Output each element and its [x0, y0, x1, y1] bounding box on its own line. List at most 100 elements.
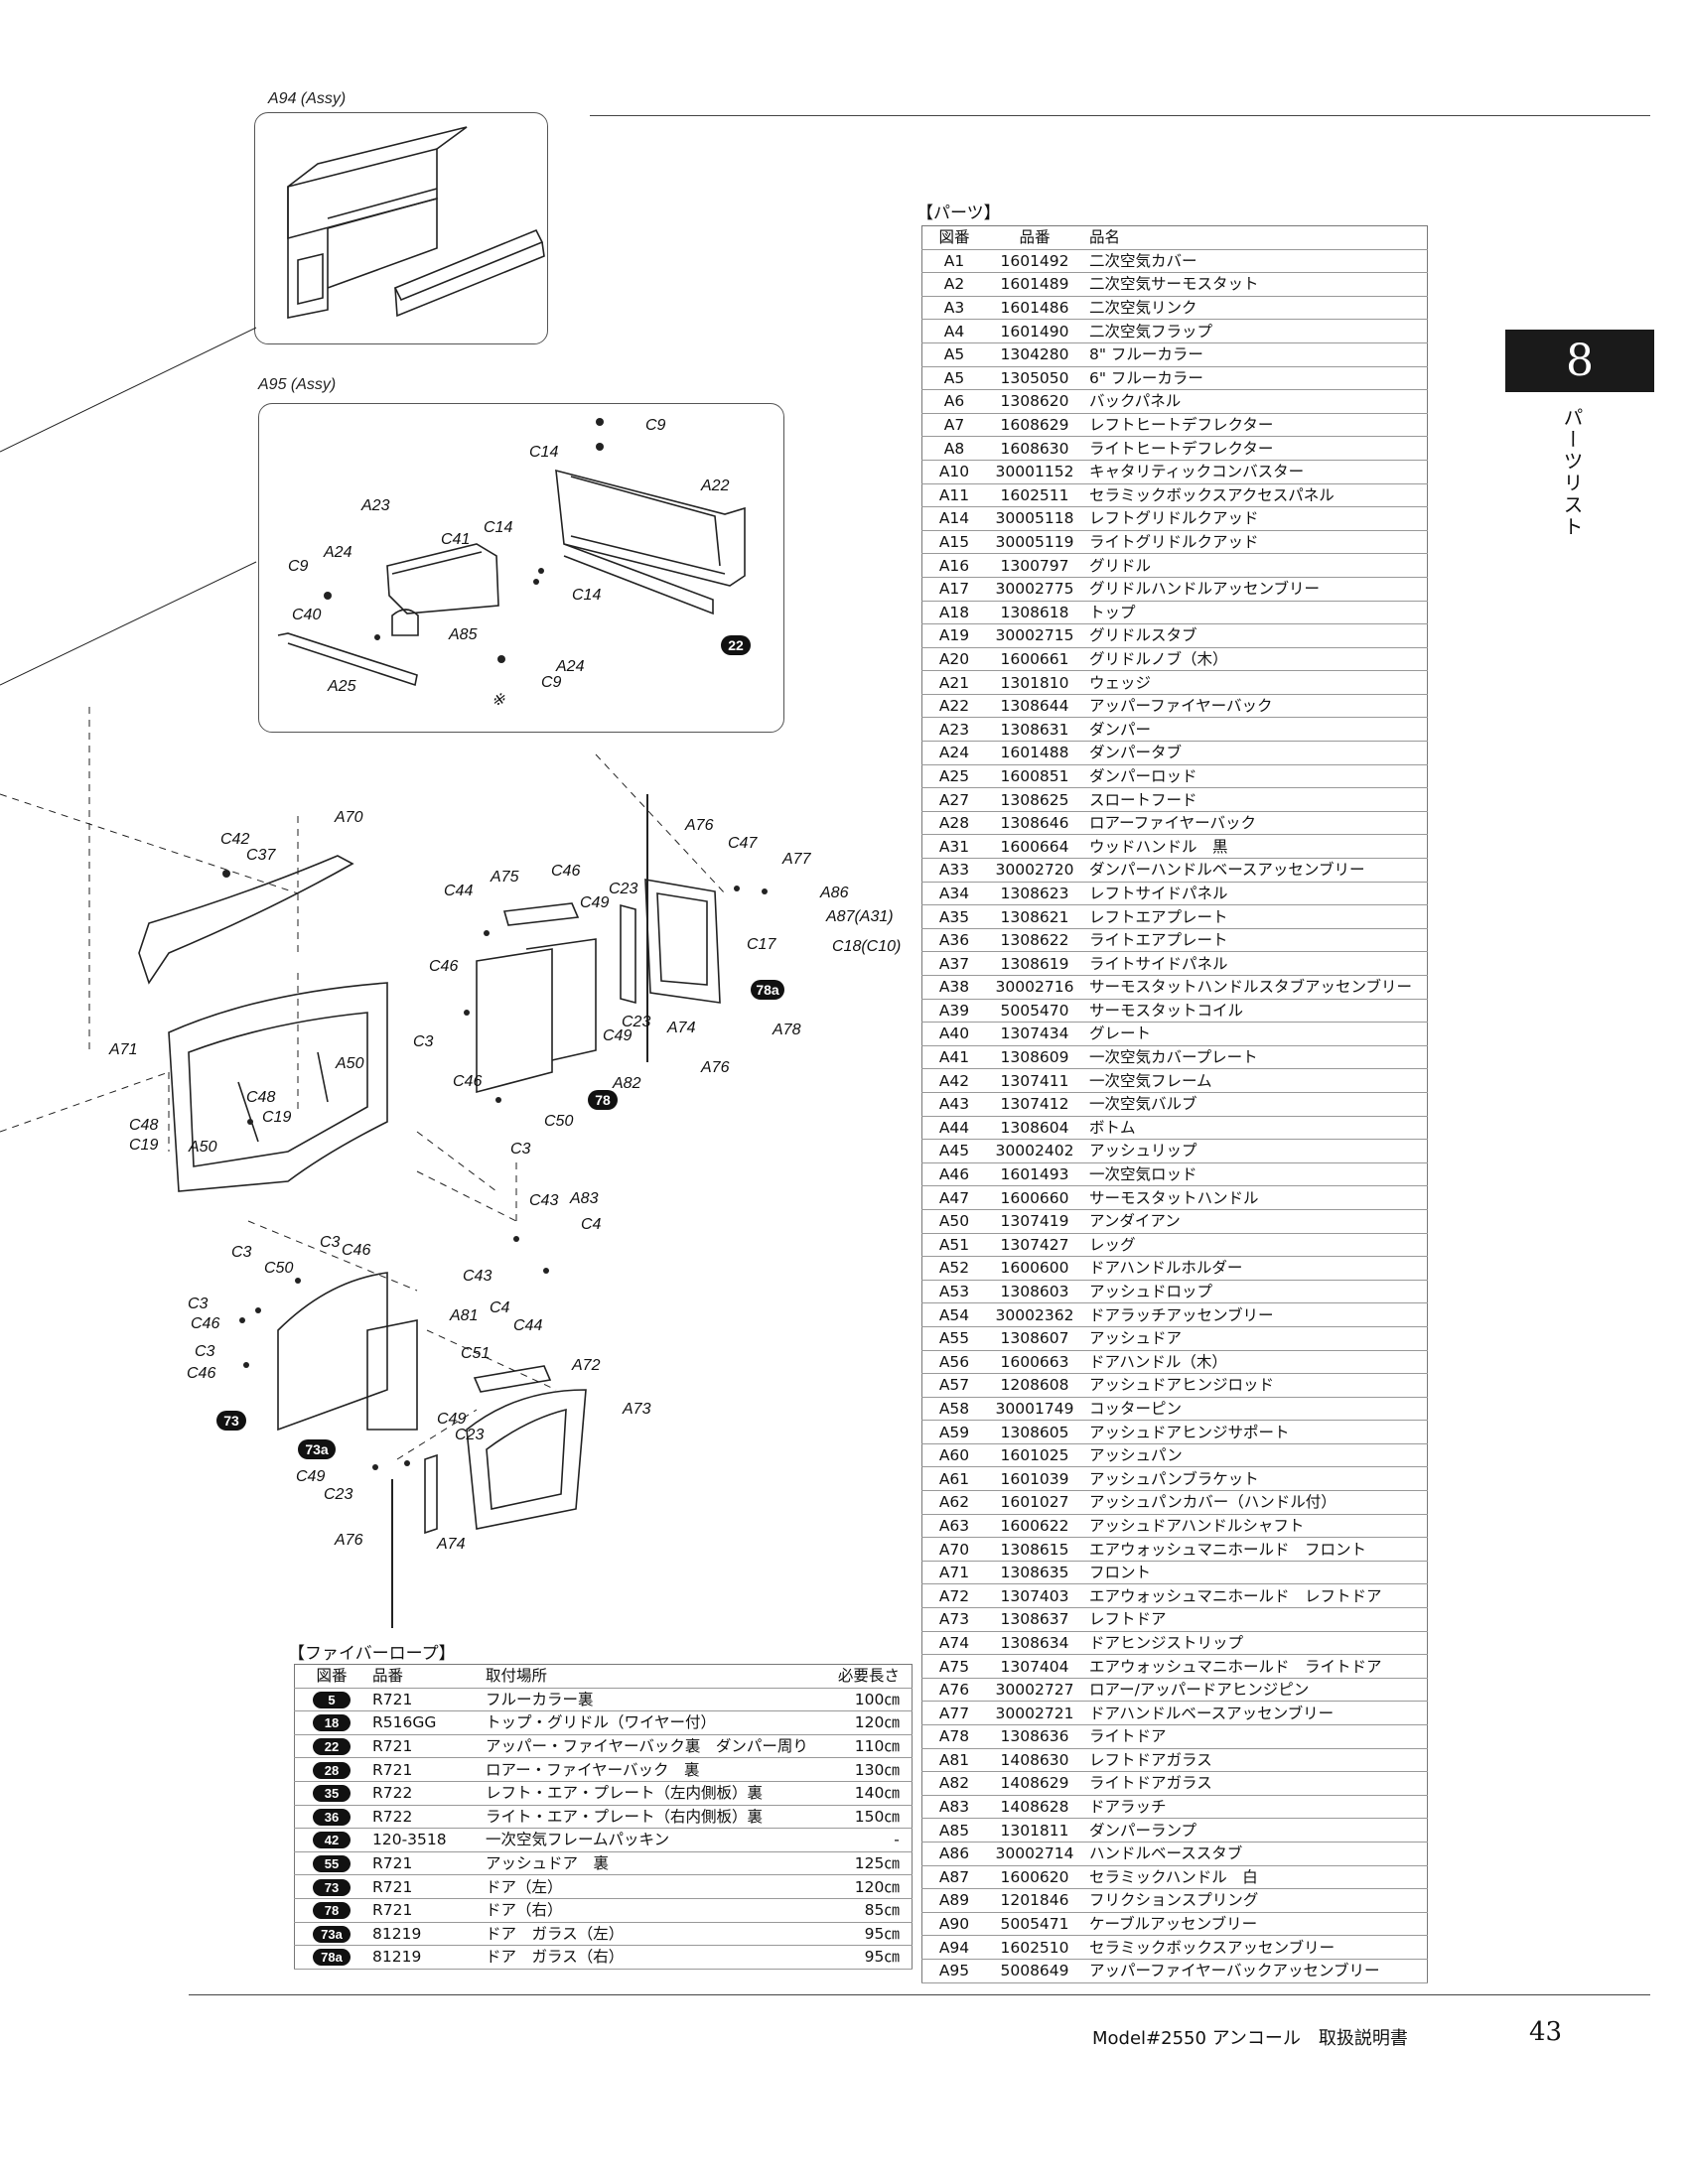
parts-cell-name: ロアー/アッパードアヒンジピン	[1083, 1678, 1428, 1703]
callout-a95-a23: A23	[360, 497, 390, 514]
parts-cell-part-no: 30001152	[986, 460, 1083, 484]
rope-cell-location: レフト・エア・プレート（左内側板）裏	[486, 1781, 808, 1806]
callout-a71: A71	[108, 1041, 137, 1058]
parts-cell-figure: A87	[921, 1865, 986, 1890]
callout-c50-bottom: C50	[264, 1260, 293, 1277]
parts-cell-figure: A22	[921, 694, 986, 719]
parts-cell-figure: A78	[921, 1724, 986, 1749]
callout-a95-a22: A22	[700, 478, 730, 494]
parts-cell-figure: A16	[921, 553, 986, 578]
parts-cell-figure: A34	[921, 882, 986, 906]
a95-assembly-box	[258, 403, 784, 733]
callout-c19-left: C19	[129, 1137, 158, 1154]
a78-right-door	[644, 879, 721, 1004]
parts-cell-name: ボトム	[1083, 1116, 1428, 1141]
parts-cell-part-no: 1308631	[986, 717, 1083, 743]
rope-cell-location: ドア ガラス（左）	[486, 1922, 808, 1947]
callout-c23-a: C23	[455, 1427, 484, 1443]
rope-cell-length: 95㎝	[807, 1922, 913, 1947]
parts-cell-name: 二次空気サーモスタット	[1083, 272, 1428, 297]
rope-cell-figure: 5	[294, 1688, 368, 1712]
parts-cell-figure: A37	[921, 951, 986, 976]
callout-c18: C18(C10)	[832, 938, 901, 955]
parts-table-header: 図番 品番 品名	[921, 225, 1428, 250]
callout-a95-c14-right: C14	[572, 587, 601, 604]
parts-cell-figure: A54	[921, 1302, 986, 1327]
parts-cell-name: フロント	[1083, 1561, 1428, 1585]
parts-cell-figure: A95	[921, 1959, 986, 1983]
parts-cell-part-no: 1308619	[986, 951, 1083, 976]
rope-section-title: 【ファイバーロープ】	[288, 1644, 456, 1664]
parts-cell-figure: A86	[921, 1842, 986, 1866]
chapter-label: パーツリスト	[1560, 407, 1584, 538]
callout-a77: A77	[781, 851, 812, 868]
parts-cell-part-no: 1608630	[986, 436, 1083, 461]
parts-cell-part-no: 30002402	[986, 1139, 1083, 1163]
rope-header-location: 取付場所	[486, 1664, 808, 1689]
parts-cell-part-no: 1308620	[986, 389, 1083, 414]
parts-cell-figure: A46	[921, 1162, 986, 1187]
parts-cell-part-no: 1308607	[986, 1326, 1083, 1351]
parts-cell-name: サーモスタットハンドル	[1083, 1185, 1428, 1210]
rope-cell-length: 120㎝	[807, 1710, 913, 1735]
rope-cell-figure: 73a	[294, 1922, 368, 1947]
a73-left-door	[466, 1389, 587, 1530]
callout-a81: A81	[449, 1307, 478, 1324]
parts-cell-figure: A52	[921, 1256, 986, 1281]
parts-cell-name: アッシュドアヒンジロッド	[1083, 1373, 1428, 1398]
parts-cell-name: ドアハンドルベースアッセンブリー	[1083, 1701, 1428, 1725]
header-rule	[590, 115, 1650, 116]
a94-caption: A94 (Assy)	[268, 90, 347, 107]
parts-cell-name: 一次空気ロッド	[1083, 1162, 1428, 1187]
parts-cell-part-no: 30002721	[986, 1701, 1083, 1725]
callout-c4-bottom: C4	[490, 1299, 510, 1316]
rope-cell-location: ドア（右）	[486, 1898, 808, 1923]
parts-cell-figure: A38	[921, 975, 986, 1000]
parts-cell-name: ドアハンドル（木）	[1083, 1350, 1428, 1375]
rope-cell-figure: 78	[294, 1898, 368, 1923]
rope-cell-length: 130㎝	[807, 1757, 913, 1782]
callout-a95-c41: C41	[441, 531, 470, 548]
parts-cell-figure: A61	[921, 1466, 986, 1492]
parts-cell-name: ウェッジ	[1083, 670, 1428, 695]
rope-cell-length: 95㎝	[807, 1945, 913, 1970]
parts-cell-part-no: 1408629	[986, 1771, 1083, 1796]
rope-cell-length: 140㎝	[807, 1781, 913, 1806]
parts-cell-figure: A24	[921, 741, 986, 765]
parts-cell-name: スロートフード	[1083, 787, 1428, 812]
parts-cell-name: アンダイアン	[1083, 1209, 1428, 1234]
exploded-view-diagram: 22 78a 78 73 73a C9 C14 A22 A23 C41 C14 …	[0, 126, 901, 1628]
parts-cell-name: アッパーファイヤーバックアッセンブリー	[1083, 1959, 1428, 1983]
parts-cell-figure: A5	[921, 366, 986, 391]
parts-cell-figure: A51	[921, 1233, 986, 1258]
parts-cell-name: ライトドア	[1083, 1724, 1428, 1749]
parts-header-name: 品名	[1083, 225, 1428, 250]
parts-cell-part-no: 1307434	[986, 1022, 1083, 1046]
footer-title: Model#2550 アンコール 取扱説明書	[1092, 2028, 1408, 2049]
callout-c49-b: C49	[296, 1468, 325, 1485]
parts-cell-name: ドアハンドルホルダー	[1083, 1256, 1428, 1281]
parts-cell-figure: A74	[921, 1631, 986, 1656]
parts-cell-part-no: 30002715	[986, 623, 1083, 648]
parts-cell-name: エアウォッシュマニホールド フロント	[1083, 1537, 1428, 1562]
callout-c3-a: C3	[231, 1244, 252, 1261]
parts-cell-part-no: 1600664	[986, 834, 1083, 860]
callout-c46-top: C46	[551, 863, 580, 880]
parts-cell-part-no: 1601025	[986, 1443, 1083, 1468]
rope-figure-badge: 42	[313, 1832, 351, 1849]
